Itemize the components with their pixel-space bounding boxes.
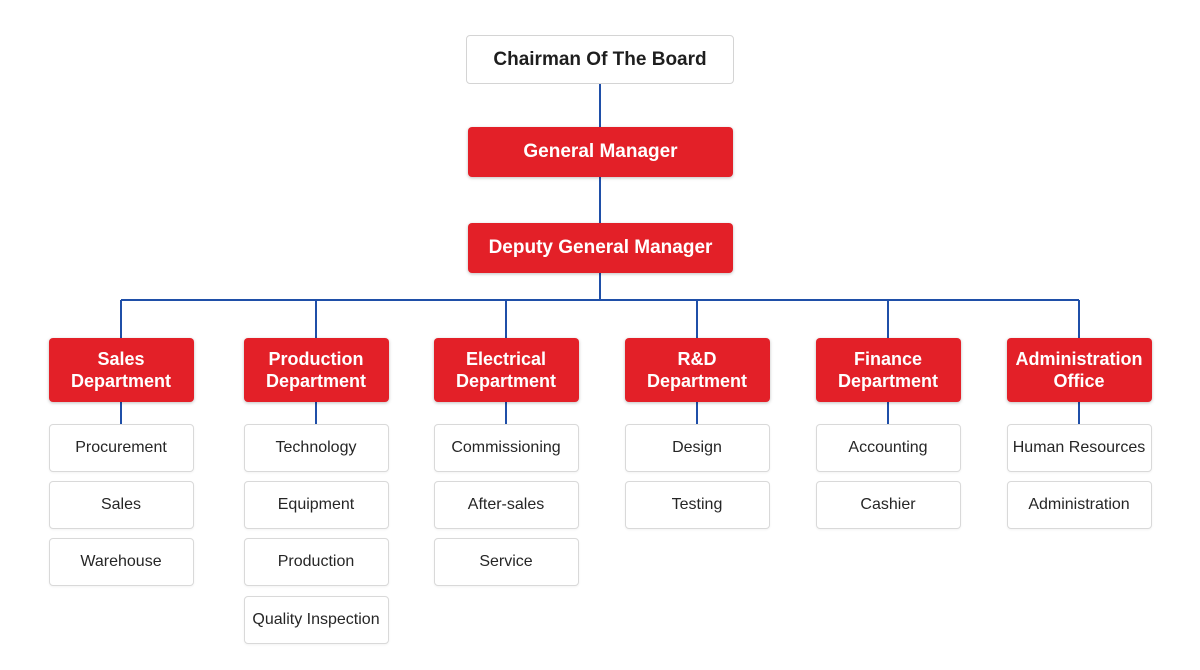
- dept-node-r-d-department: R&D Department: [624, 338, 770, 402]
- unit-label: Cashier: [860, 496, 916, 513]
- general-manager-node: General Manager: [468, 127, 733, 177]
- deputy-general-manager-node: Deputy General Manager: [468, 223, 733, 273]
- unit-node-quality-inspection: Quality Inspection: [243, 596, 389, 644]
- dept-label: Electrical Department: [455, 349, 557, 391]
- unit-node-technology: Technology: [243, 424, 389, 472]
- unit-node-procurement: Procurement: [48, 424, 194, 472]
- unit-label: Service: [479, 553, 533, 570]
- unit-label: Administration: [1028, 496, 1130, 513]
- unit-node-after-sales: After-sales: [433, 481, 579, 529]
- unit-node-design: Design: [624, 424, 770, 472]
- dept-node-finance-department: Finance Department: [815, 338, 961, 402]
- unit-label: After-sales: [467, 496, 545, 513]
- general-manager-label: General Manager: [523, 141, 678, 162]
- unit-label: Testing: [671, 496, 723, 513]
- unit-label: Equipment: [277, 496, 355, 513]
- unit-label: Technology: [275, 439, 357, 456]
- unit-node-accounting: Accounting: [815, 424, 961, 472]
- unit-label: Human Resources: [1012, 439, 1146, 456]
- dept-label: Finance Department: [837, 349, 939, 391]
- dept-node-electrical-department: Electrical Department: [433, 338, 579, 402]
- unit-label: Design: [672, 439, 722, 456]
- dept-label: R&D Department: [646, 349, 748, 391]
- chairman-node: Chairman Of The Board: [466, 35, 734, 84]
- dept-label: Production Department: [265, 349, 367, 391]
- unit-label: Procurement: [75, 439, 167, 456]
- unit-label: Production: [277, 553, 355, 570]
- deputy-general-manager-label: Deputy General Manager: [488, 237, 713, 258]
- unit-node-commissioning: Commissioning: [433, 424, 579, 472]
- unit-label: Warehouse: [80, 553, 162, 570]
- dept-node-sales-department: Sales Department: [48, 338, 194, 402]
- unit-node-production: Production: [243, 538, 389, 586]
- chairman-label: Chairman Of The Board: [493, 48, 707, 70]
- unit-node-warehouse: Warehouse: [48, 538, 194, 586]
- unit-label: Commissioning: [451, 439, 561, 456]
- dept-label: Administration Office: [1015, 349, 1143, 391]
- unit-node-equipment: Equipment: [243, 481, 389, 529]
- unit-node-sales: Sales: [48, 481, 194, 529]
- unit-label: Sales: [100, 496, 142, 513]
- unit-node-service: Service: [433, 538, 579, 586]
- unit-node-human-resources: Human Resources: [1006, 424, 1152, 472]
- dept-label: Sales Department: [70, 349, 172, 391]
- dept-node-administration-office: Administration Office: [1006, 338, 1152, 402]
- unit-label: Quality Inspection: [252, 611, 380, 628]
- unit-label: Accounting: [848, 439, 928, 456]
- unit-node-testing: Testing: [624, 481, 770, 529]
- unit-node-cashier: Cashier: [815, 481, 961, 529]
- dept-node-production-department: Production Department: [243, 338, 389, 402]
- unit-node-administration: Administration: [1006, 481, 1152, 529]
